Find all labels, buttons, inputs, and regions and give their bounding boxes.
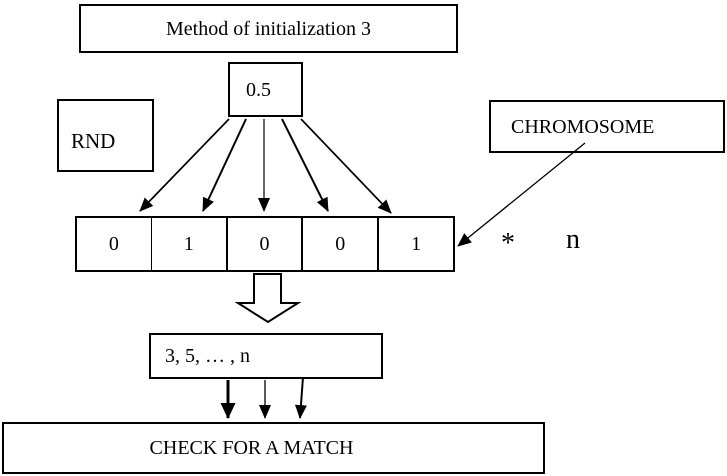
rnd-label: RND [71, 129, 116, 153]
fan-arrow-4 [281, 118, 329, 212]
chromosome-box: CHROMOSOME [489, 100, 725, 153]
threshold-box: 0.5 [228, 62, 303, 117]
sequence-label: 3, 5, … , n [165, 345, 250, 367]
gene-value: 1 [411, 233, 422, 255]
fan-arrow-2 [202, 118, 247, 212]
gene-cell-2: 1 [150, 218, 226, 270]
n-label: n [566, 224, 580, 255]
gene-value: 0 [108, 233, 119, 255]
fan-arrow-5 [300, 118, 392, 214]
gene-cell-5: 1 [377, 218, 453, 270]
gene-cell-1: 0 [77, 218, 151, 270]
sequence-box: 3, 5, … , n [149, 333, 383, 379]
block-arrow-icon [234, 273, 302, 324]
gene-cell-3: 0 [225, 218, 302, 270]
gene-cell-4: 0 [301, 218, 377, 270]
gene-value: 1 [183, 233, 194, 255]
check-for-match-label: CHECK FOR A MATCH [149, 437, 354, 459]
gene-value: 0 [259, 233, 270, 255]
down-arrow-3 [294, 376, 307, 419]
chromosome-row: 0 1 0 0 1 [75, 216, 455, 272]
title-label: Method of initialization 3 [166, 17, 371, 40]
title-box: Method of initialization 3 [79, 4, 458, 53]
threshold-label: 0.5 [246, 78, 271, 101]
rnd-box: RND [57, 99, 154, 172]
chromosome-label: CHROMOSOME [511, 115, 655, 138]
gene-value: 0 [335, 233, 346, 255]
check-for-match-box: CHECK FOR A MATCH [2, 422, 545, 474]
asterisk-label: * [501, 228, 515, 259]
